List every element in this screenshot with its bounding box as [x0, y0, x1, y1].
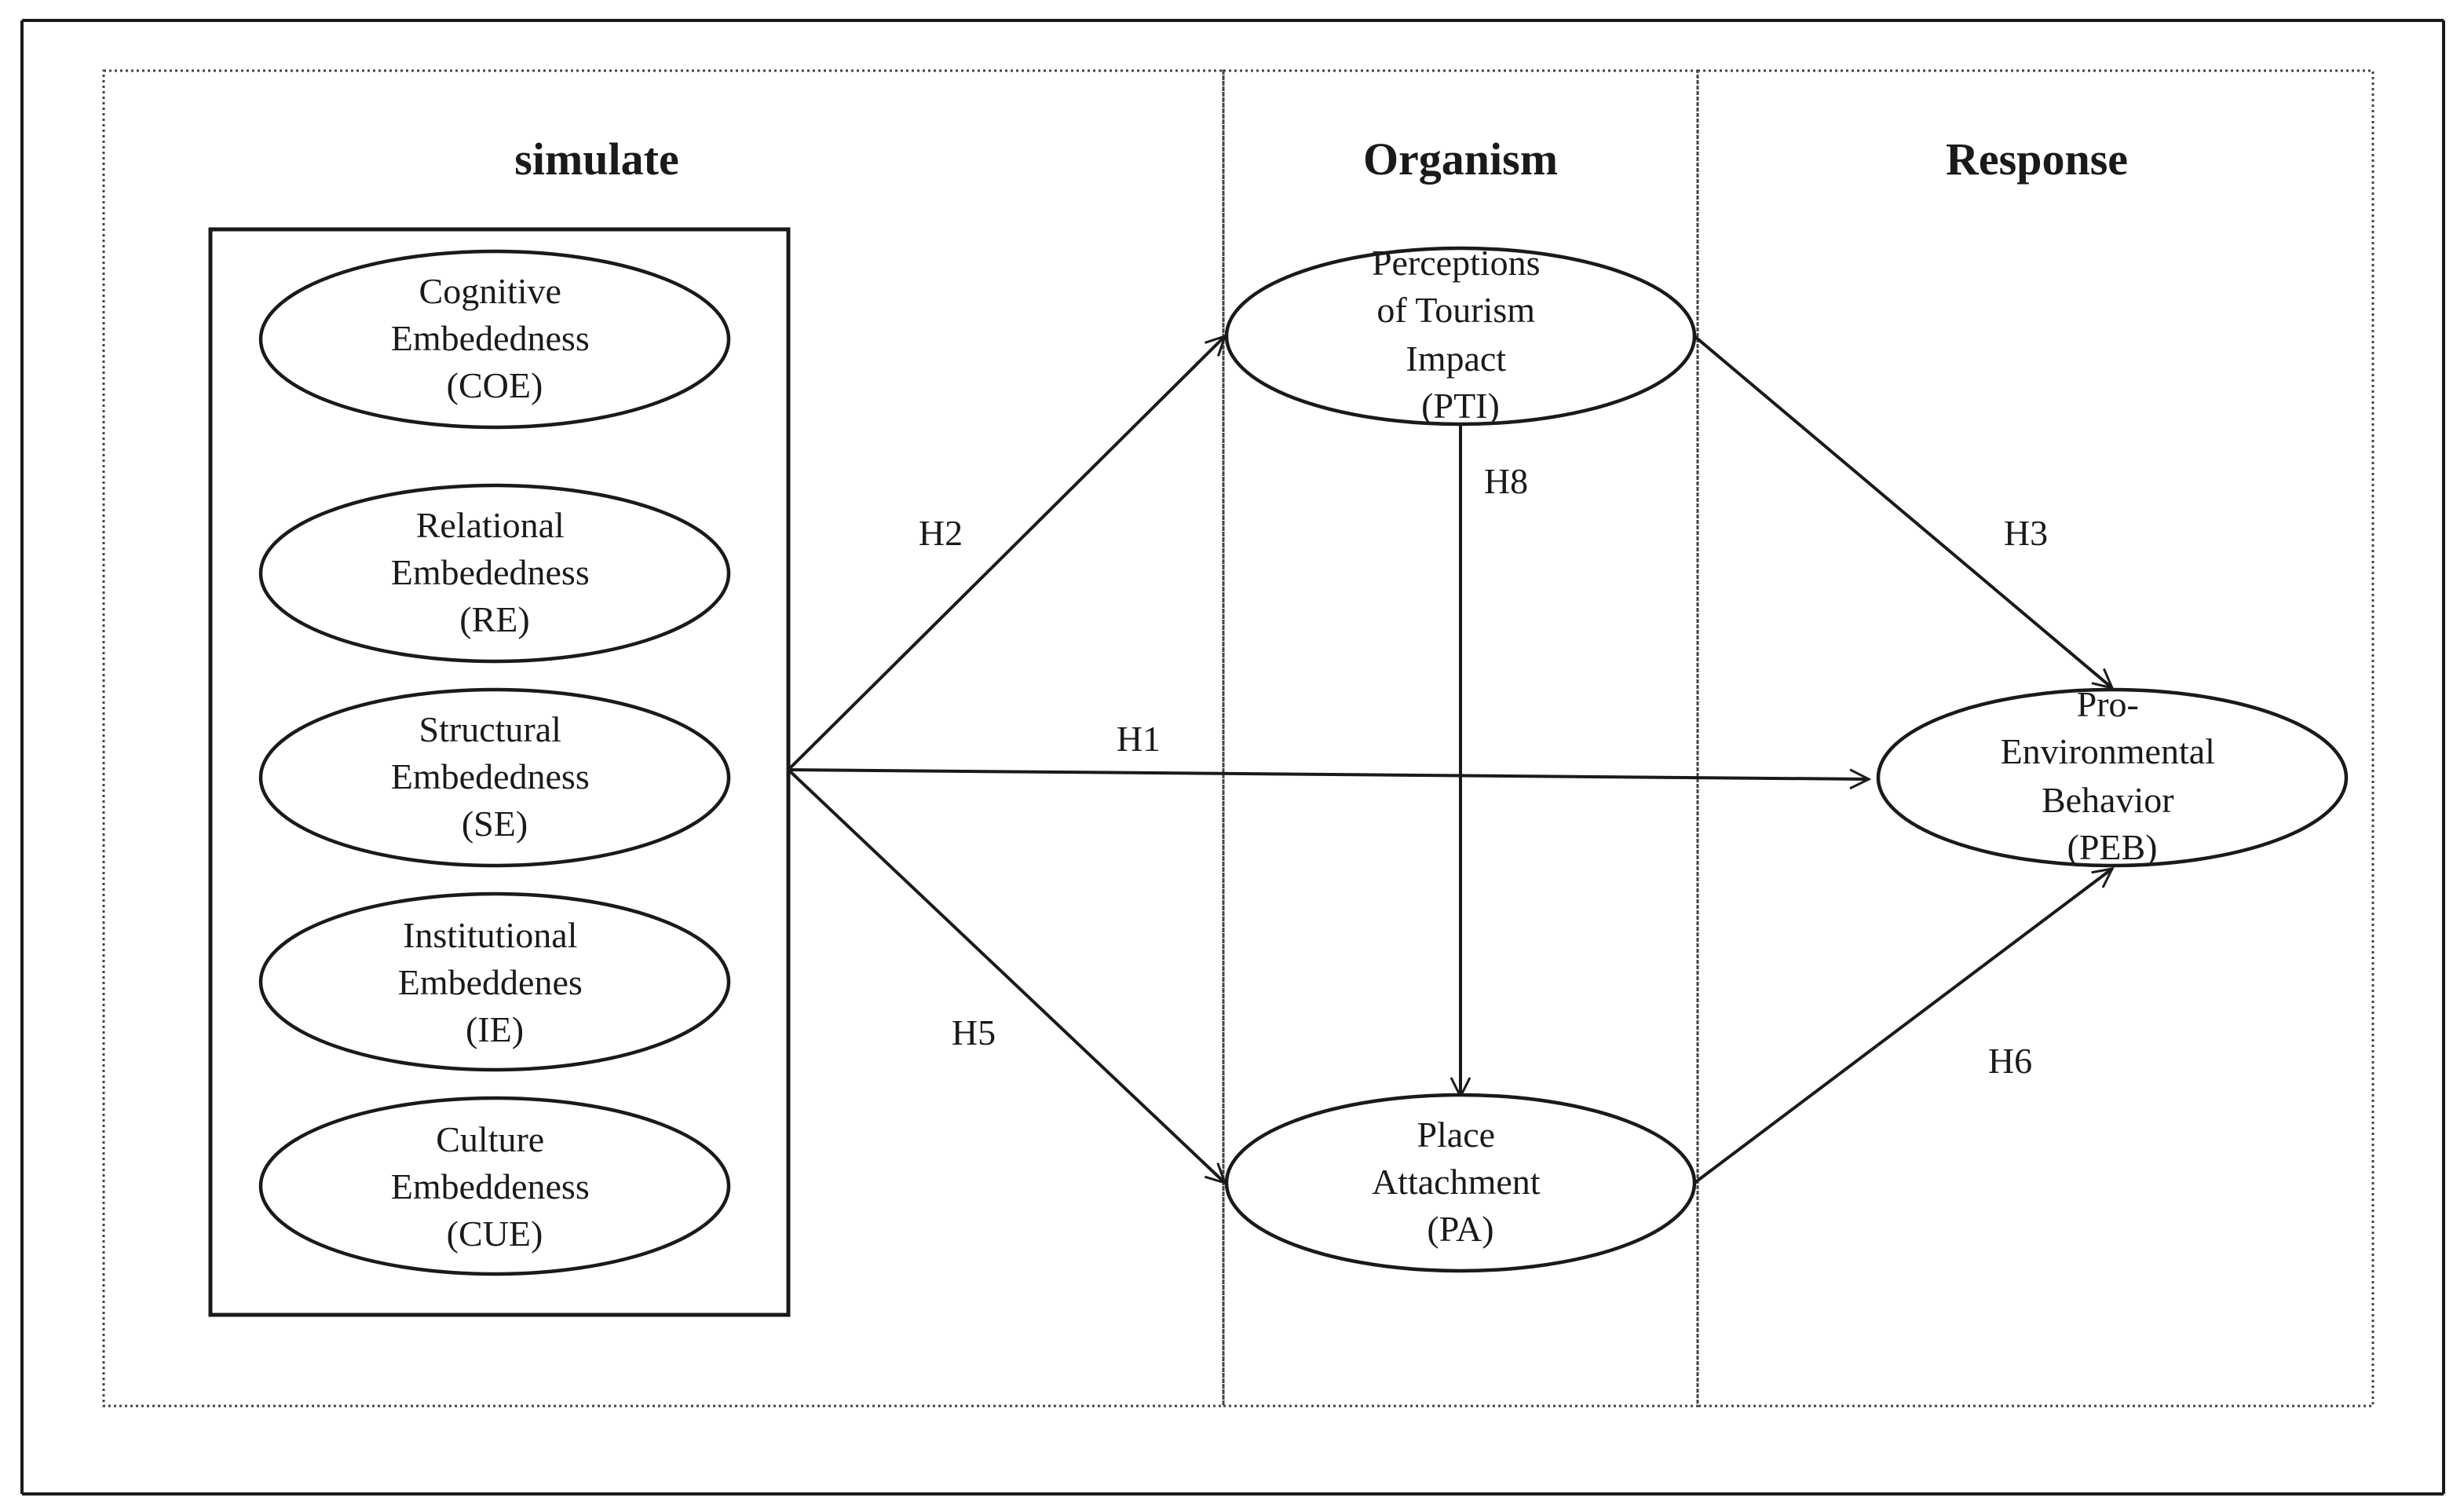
stimulus-header: simulate	[514, 134, 678, 185]
edge-h3	[1693, 335, 2112, 688]
label-h8: H8	[1484, 461, 1528, 501]
label-h1: H1	[1117, 719, 1161, 759]
edge-h2	[787, 336, 1225, 771]
node-ie: Institutional Embeddenes (IE)	[258, 891, 731, 1072]
response-header: Response	[1946, 134, 2128, 185]
svg-text:Cognitive Embededness: Cognitive Embededness (COE)	[391, 271, 598, 405]
label-h2: H2	[919, 513, 963, 553]
response-panel	[1696, 69, 2374, 1408]
node-cue: Culture Embeddeness (CUE)	[258, 1096, 731, 1276]
node-pti: Perceptions of Tourism Impact (PTI)	[1224, 243, 1697, 427]
svg-text:Structural Embededness: Structural Embededness (SE)	[391, 709, 598, 844]
svg-text:Perceptions of Tourism: Perceptions of Tourism Impact (PTI)	[1372, 243, 1549, 426]
svg-text:Place Attachment (: Place Attachment (PA)	[1372, 1115, 1549, 1249]
organism-panel	[1222, 69, 1699, 1408]
svg-text:Culture Embeddeness: Culture Embeddeness (CUE)	[391, 1119, 598, 1254]
svg-text:Pro- Environmental: Pro- Environmental Behavior (PEB)	[2001, 684, 2225, 867]
outer-frame	[20, 19, 2445, 1496]
node-peb: Pro- Environmental Behavior (PEB)	[1876, 684, 2349, 868]
svg-text:Institutional Embeddenes: Institutional Embeddenes (IE)	[398, 915, 592, 1049]
embeddedness-group-box	[208, 227, 791, 1317]
organism-header: Organism	[1363, 134, 1558, 185]
svg-text:Relational Embededness: Relational Embededness (RE)	[391, 505, 598, 639]
label-h5: H5	[952, 1012, 996, 1053]
label-h3: H3	[2004, 513, 2048, 553]
stimulus-panel	[102, 69, 1225, 1408]
node-se: Structural Embededness (SE)	[258, 687, 731, 868]
edge-h6	[1693, 869, 2112, 1184]
node-pa: Place Attachment (PA)	[1224, 1093, 1697, 1273]
edge-h1	[788, 768, 1869, 779]
label-h6: H6	[1988, 1041, 2032, 1081]
edge-h5	[787, 768, 1225, 1183]
node-re: Relational Embededness (RE)	[258, 483, 731, 664]
edges	[787, 335, 2112, 1184]
node-coe: Cognitive Embededness (COE)	[258, 249, 731, 430]
